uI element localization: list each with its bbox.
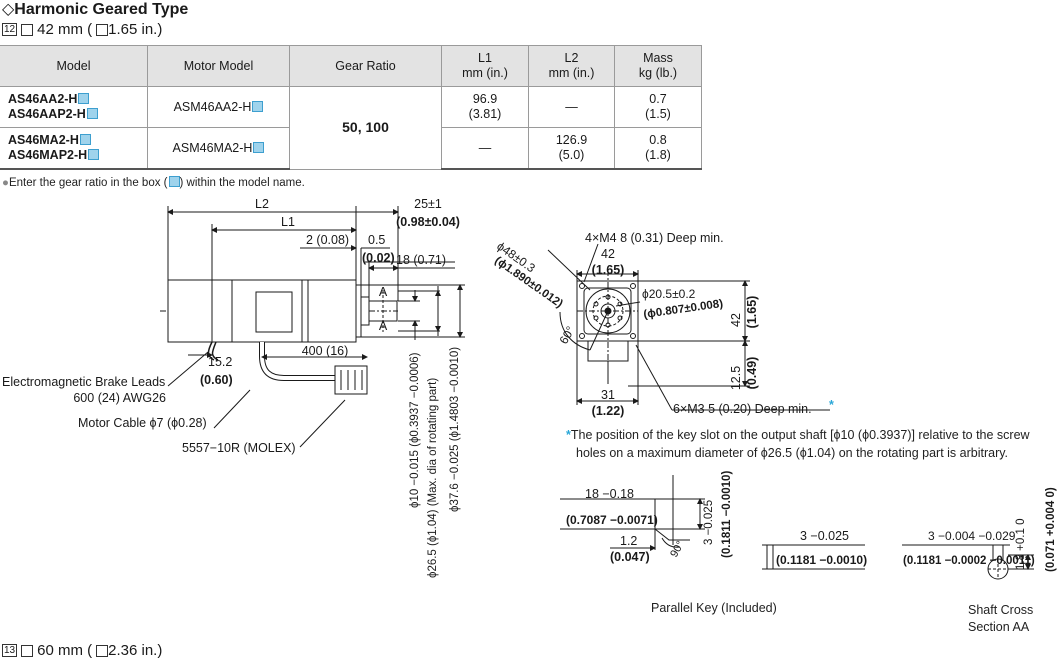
dim-205: ϕ20.5±0.2 (642, 287, 696, 301)
dim-l1: L1 (281, 215, 295, 229)
blue-box-icon (79, 134, 91, 145)
dim-w31: 31 (601, 388, 615, 402)
brake-leads-label: Electromagnetic Brake Leads (2, 375, 165, 389)
table-row: AS46AA2-H AS46AAP2-H ASM46AA2-H 50, 100 … (0, 86, 702, 170)
model-cell: AS46MA2-H AS46MAP2-H (0, 127, 148, 170)
l2-cell: — (528, 86, 615, 128)
blue-box-icon (253, 141, 265, 153)
dim-0807: (ϕ0.807±0.008) (643, 298, 724, 321)
dim-002: (0.02) (362, 251, 395, 265)
key-90: 90° (668, 539, 687, 559)
section-12-heading: 12 42 mm ( 1.65 in.) (2, 21, 162, 38)
screw-top-label: 4×M4 8 (0.31) Deep min. (585, 231, 724, 245)
asterisk-icon: * (566, 428, 571, 442)
blue-box-icon (86, 108, 98, 119)
key-3c: 3 −0.004 −0.029 (928, 529, 1016, 543)
square-icon (96, 23, 109, 36)
mass-cell: 0.8(1.8) (614, 127, 702, 170)
dim-h125: 12.5 (729, 366, 743, 390)
shaft-dia-376: ϕ37.6 −0.025 (ϕ1.4803 −0.0010) (449, 347, 461, 512)
square-icon (96, 644, 109, 657)
l1-cell: 96.9(3.81) (441, 86, 529, 128)
section-number-badge: 13 (2, 644, 18, 657)
dim-w122: (1.22) (592, 404, 625, 418)
blue-box-icon (168, 176, 180, 187)
model-cell: AS46AA2-H AS46AAP2-H (0, 86, 148, 128)
key-01181c: (0.1181 −0.0002 −0.0011) (903, 555, 1035, 567)
blue-box-icon (78, 93, 90, 104)
dim-w165: (1.65) (592, 263, 625, 277)
dim-h42: 42 (729, 313, 743, 327)
motor-model-cell: ASM46MA2-H (147, 127, 290, 170)
key-0047: (0.047) (610, 550, 650, 564)
asterisk-icon: * (829, 398, 834, 412)
motor-model-cell: ASM46AA2-H (147, 86, 290, 128)
motor-label-plate (255, 291, 293, 333)
shaft-dia-265: ϕ26.5 (ϕ1.04) (Max. dia of rotating part… (427, 378, 439, 578)
brake-leads-spec: 600 (24) AWG26 (73, 391, 166, 405)
key-01181: (0.1181 −0.0010) (776, 553, 867, 567)
blue-box-icon (88, 149, 100, 160)
square-icon (21, 23, 34, 36)
blue-box-icon (252, 100, 264, 112)
mass-cell: 0.7(1.5) (614, 86, 702, 128)
section-size-text-in: 1.65 in.) (108, 21, 163, 38)
section-13-heading: 13 60 mm (2.36 in.) (2, 642, 163, 659)
dim-18: 18 (0.71) (396, 253, 446, 267)
shaft-dia-10: ϕ10 −0.015 (ϕ0.3937 −0.0006) (409, 352, 421, 508)
key-3b: 3 −0.025 (800, 529, 849, 543)
parallel-key-caption: Parallel Key (Included) (651, 601, 777, 615)
motor-cable-label: Motor Cable ϕ7 (ϕ0.28) (78, 416, 207, 430)
section-a-top: A (379, 285, 388, 299)
connector-label: 5557−10R (MOLEX) (182, 441, 296, 455)
section-number-badge: 12 (2, 23, 18, 36)
key-12: 1.2 (620, 534, 637, 548)
footnote-line-2: holes on a maximum diameter of ϕ26.5 (ϕ1… (576, 446, 1009, 460)
shaft-cross-caption: Shaft Cross (968, 603, 1034, 617)
dim-152: 15.2 (208, 355, 232, 369)
key-18: 18 −0.18 (585, 487, 634, 501)
dim-2: 2 (0.08) (306, 233, 349, 247)
section-size-text: 42 mm ( (37, 21, 93, 38)
square-icon (21, 644, 34, 657)
key-3: 3 −0.025 (703, 500, 715, 545)
gear-ratio-cell: 50, 100 (289, 86, 442, 170)
key-0071: (0.071 +0.004 0) (1045, 487, 1057, 572)
dim-w42: 42 (601, 247, 615, 261)
col-gear-ratio: Gear Ratio (289, 45, 442, 87)
motor-body (167, 279, 357, 343)
key-07087: (0.7087 −0.0071) (566, 513, 658, 527)
col-model: Model (0, 45, 148, 87)
key-01811: (0.1811 −0.0010) (721, 471, 733, 558)
dim-060: (0.60) (200, 373, 233, 387)
footnote-line-1: *The position of the key slot on the out… (566, 428, 1030, 442)
section-title: ◇Harmonic Geared Type (2, 1, 189, 18)
dim-25: 25±1 (414, 197, 442, 211)
cable-length: 400 (16) (302, 344, 349, 358)
dim-l2: L2 (255, 197, 269, 211)
section-a-bottom: A (379, 319, 388, 333)
table-row: AS46MA2-H AS46MAP2-H ASM46MA2-H — 126.9(… (0, 127, 702, 170)
section-aa-caption: Section AA (968, 620, 1030, 634)
screw-bottom-label: 6×M3 5 (0.20) Deep min. (673, 402, 812, 416)
key-18b: 1.8 +0.1 0 (1015, 519, 1027, 570)
dim-098: (0.98±0.04) (396, 215, 460, 229)
dim-h165: (1.65) (745, 296, 759, 329)
gear-ratio-note: ●Enter the gear ratio in the box () with… (2, 176, 305, 189)
dim-05: 0.5 (368, 233, 385, 247)
dim-h049: (0.49) (745, 357, 759, 390)
bullet-icon: ● (2, 177, 9, 189)
